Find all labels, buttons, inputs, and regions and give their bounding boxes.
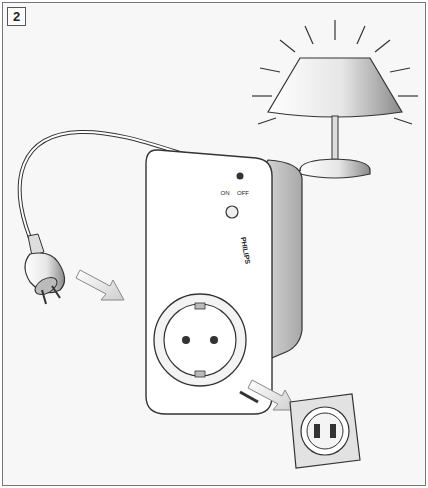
- lamp-plug: [25, 234, 65, 304]
- panel-frame: [3, 3, 426, 486]
- switch-marking: ON: [221, 190, 230, 196]
- step-box: [8, 8, 26, 26]
- switch-prong: [240, 392, 258, 402]
- switch-button: [226, 206, 238, 218]
- switch-socket: [154, 294, 246, 386]
- lamp-base: [300, 159, 370, 178]
- insert-arrow: [76, 270, 124, 300]
- step-number: 2: [13, 10, 20, 23]
- switch-marking: OFF: [237, 190, 249, 196]
- switch-housing: [146, 150, 272, 414]
- lamp-shade: [268, 58, 402, 117]
- wall-socket: [290, 394, 360, 468]
- lamp-stem: [332, 116, 338, 162]
- insert-arrow: [248, 380, 296, 410]
- light-rays: [252, 20, 418, 124]
- indicator-led: [237, 173, 244, 180]
